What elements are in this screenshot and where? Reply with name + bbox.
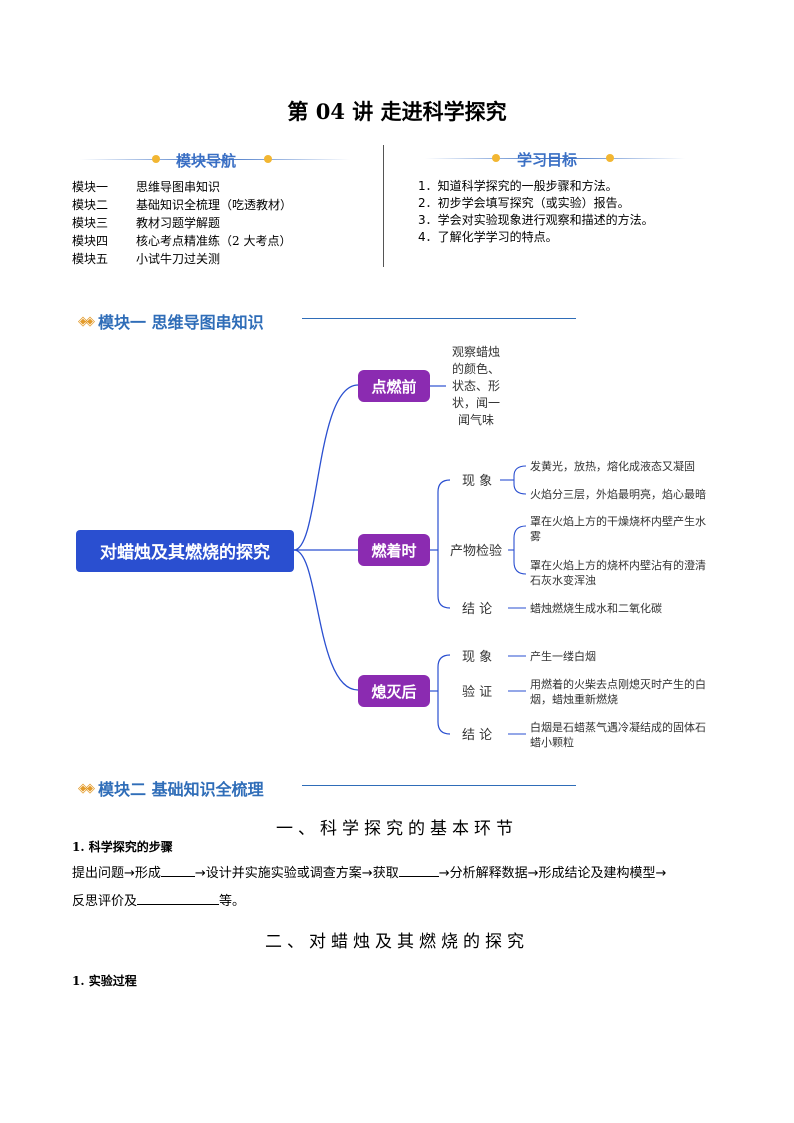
para-text: 提出问题→形成 [72,866,161,881]
page-title: 第 04 讲 走进科学探究 [287,99,507,124]
nav-heading: 模块导航 [176,152,237,170]
nav-item-text: 小试牛刀过关测 [136,252,221,266]
module1-heading: ◈◈ 模块一 思维导图串知识 [78,309,264,333]
goal-item: 1．知道科学探究的一般步骤和方法。 [418,179,618,193]
goals-heading: 学习目标 [517,151,578,169]
after-verify-label: 验 证 [462,684,492,700]
column-divider [383,145,384,267]
para-text: →分析解释数据→形成结论及建构模型→ [438,866,667,881]
after-conclusion-item: 蜡小颗粒 [530,735,574,749]
after-phenomenon-item: 产生一缕白烟 [530,649,596,663]
after-verify-item: 用燃着的火柴去点刚熄灭时产生的白 [530,677,706,691]
nav-item-key: 模块一 [72,180,109,194]
burning-test-item: 雾 [530,530,541,543]
branch-before-label: 点燃前 [371,378,416,396]
module1-heading-text: 模块一 思维导图串知识 [98,313,264,332]
goal-item: 3．学会对实验现象进行观察和描述的方法。 [418,213,654,227]
diamond-icon: ◈◈ [78,313,95,329]
burning-test-item: 罩在火焰上方的干燥烧杯内壁产生水 [530,514,706,528]
nav-item-text: 基础知识全梳理（吃透教材） [136,198,293,212]
burning-test-label: 产物检验 [450,543,502,559]
nav-item-key: 模块三 [72,216,109,230]
burning-conclusion-label: 结 论 [462,602,492,617]
section2-title: 二、对蜡烛及其燃烧的探究 [265,932,529,952]
nav-item[interactable]: 模块一 思维导图串知识 [72,178,292,196]
nav-dot-left [152,155,160,163]
before-text-line: 观察蜡烛 [452,345,500,359]
module2-rule [302,785,576,786]
goals-dot-right [606,154,614,162]
section1-title: 一、科学探究的基本环节 [276,819,518,839]
mindmap-root [76,530,294,572]
branch-before [358,370,430,402]
after-conclusion-item: 白烟是石蜡蒸气遇冷凝结成的固体石 [530,720,706,734]
after-phenomenon-label: 现 象 [462,650,492,665]
nav-dot-right [264,155,272,163]
before-text-line: 状态、形 [452,379,500,393]
mindmap: 对蜡烛及其燃烧的探究 点燃前 燃着时 熄灭后 观察蜡烛 的颜色、 状态、形 状，… [76,345,706,749]
branch-after [358,675,430,707]
burning-test-item: 石灰水变浑浊 [530,573,596,587]
before-text-line: 的颜色、 [452,361,500,376]
nav-list: 模块一 思维导图串知识 模块二 基础知识全梳理（吃透教材） 模块三 教材习题学解题 模… [72,178,292,268]
before-text-line: 状，闻一 [452,396,500,410]
section1-paragraph: 提出问题→形成 →设计并实施实验或调查方案→获取 →分析解释数据→形成结论及建构模型… [72,860,732,916]
nav-item-text: 教材习题学解题 [136,216,221,230]
burning-phenomenon-item: 火焰分三层，外焰最明亮，焰心最暗 [530,487,706,501]
after-verify-item: 烟，蜡烛重新燃烧 [530,692,618,706]
nav-item-text: 思维导图串知识 [136,180,221,194]
nav-item[interactable]: 模块四 核心考点精准练（2 大考点） [72,232,292,250]
section2-subheading: 1. 实验过程 [72,974,137,988]
nav-item[interactable]: 模块三 教材习题学解题 [72,214,292,232]
section1-subheading: 1. 科学探究的步骤 [72,840,173,854]
burning-conclusion-item: 蜡烛燃烧生成水和二氧化碳 [530,601,662,615]
nav-item-key: 模块二 [72,198,109,212]
nav-item-key: 模块五 [72,252,109,266]
blank-field[interactable] [137,890,220,905]
para-text: 反思评价及 [72,894,138,909]
branch-after-label: 熄灭后 [371,683,416,701]
before-text-line: 闻气味 [458,412,494,427]
goal-item: 2．初步学会填写探究（或实验）报告。 [418,196,630,210]
nav-line [80,159,350,160]
diamond-icon: ◈◈ [78,780,95,796]
module2-heading-text: 模块二 基础知识全梳理 [98,780,264,799]
burning-test-item: 罩在火焰上方的烧杯内壁沾有的澄清 [530,558,706,572]
nav-item-key: 模块四 [72,234,109,248]
burning-phenomenon-item: 发黄光，放热，熔化成液态又凝固 [530,459,695,473]
branch-burning-label: 燃着时 [371,542,416,560]
para-text: →设计并实施实验或调查方案→获取 [194,866,399,881]
nav-item[interactable]: 模块五 小试牛刀过关测 [72,250,292,268]
nav-item-text: 核心考点精准练（2 大考点） [136,234,292,248]
goal-item: 4．了解化学学习的特点。 [418,230,558,244]
goals-dot-left [492,154,500,162]
mindmap-root-label: 对蜡烛及其燃烧的探究 [100,542,270,563]
goals-line [425,158,685,159]
module1-rule [302,318,576,319]
nav-item[interactable]: 模块二 基础知识全梳理（吃透教材） [72,196,292,214]
after-conclusion-label: 结 论 [462,728,492,743]
branch-burning [358,534,430,566]
blank-field[interactable] [160,862,195,877]
module2-heading: ◈◈ 模块二 基础知识全梳理 [78,776,264,800]
burning-phenomenon-label: 现 象 [462,474,492,489]
blank-field[interactable] [398,862,439,877]
para-text: 等。 [219,894,246,909]
